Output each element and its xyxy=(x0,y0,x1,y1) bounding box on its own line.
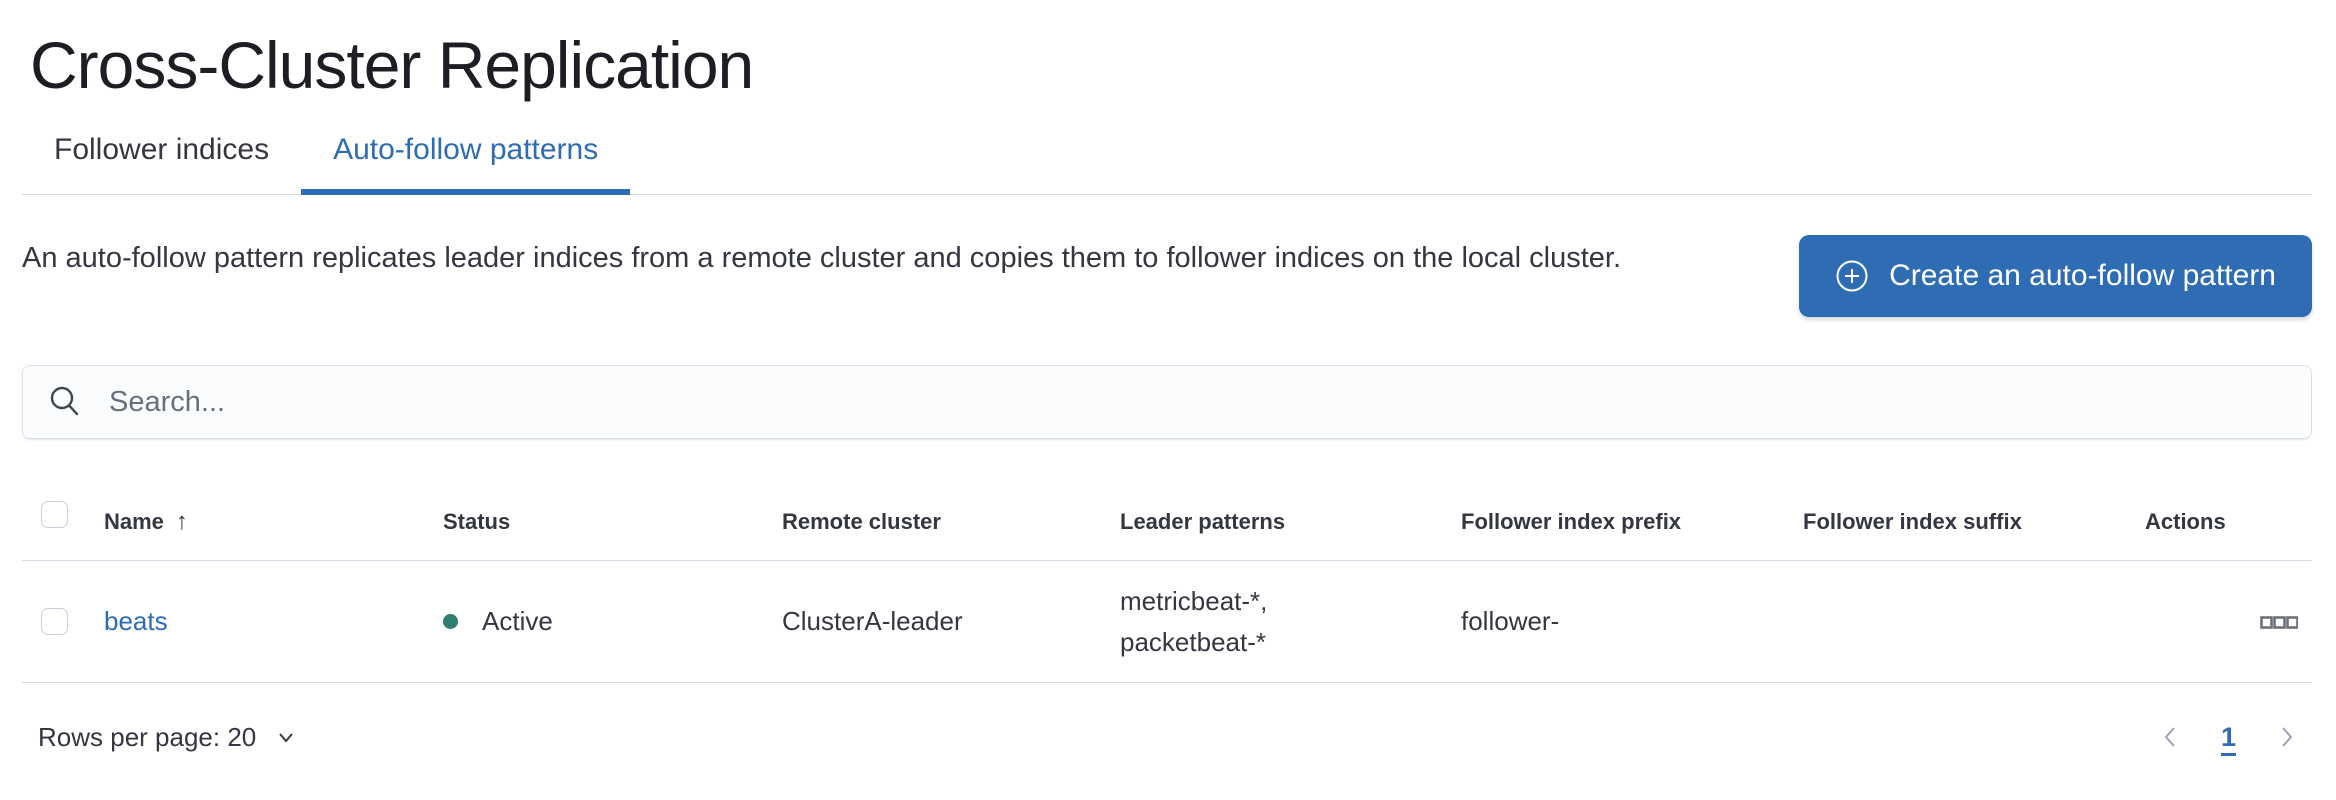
page-title: Cross-Cluster Replication xyxy=(30,28,754,102)
tab-auto-follow-patterns[interactable]: Auto-follow patterns xyxy=(301,132,631,195)
follower-index-prefix-cell: follower- xyxy=(1461,606,1560,636)
leader-pattern: metricbeat-*, xyxy=(1120,585,1268,616)
table-header-row: Name ↑ Status Remote cluster Leader patt… xyxy=(22,501,2312,561)
cross-cluster-replication-page: Cross-Cluster Replication Follower indic… xyxy=(22,28,2312,759)
search-input[interactable] xyxy=(107,384,2287,420)
follower-index-suffix-cell xyxy=(1803,561,2145,683)
table-row: beats Active ClusterA-leader metricbeat-… xyxy=(22,561,2312,683)
chevron-down-icon xyxy=(274,725,298,749)
pattern-name-link[interactable]: beats xyxy=(104,606,168,636)
table-footer: Rows per page: 20 1 xyxy=(22,715,2312,759)
plus-in-circle-icon xyxy=(1835,259,1869,293)
page-description: An auto-follow pattern replicates leader… xyxy=(22,242,1622,274)
rows-per-page-button[interactable]: Rows per page: 20 xyxy=(38,716,298,759)
create-auto-follow-pattern-button[interactable]: Create an auto-follow pattern xyxy=(1799,235,2312,317)
create-button-label: Create an auto-follow pattern xyxy=(1889,259,2276,292)
search-icon xyxy=(47,384,83,420)
column-header-follower-index-suffix: Follower index suffix xyxy=(1803,508,2022,534)
column-header-remote-cluster: Remote cluster xyxy=(782,508,941,534)
column-header-actions: Actions xyxy=(2145,508,2226,534)
chevron-right-icon xyxy=(2273,724,2299,750)
select-all-checkbox[interactable] xyxy=(41,501,68,528)
status-active-dot-icon xyxy=(443,614,458,629)
previous-page-button[interactable] xyxy=(2149,715,2193,759)
remote-cluster-cell: ClusterA-leader xyxy=(782,606,963,636)
page-number-1[interactable]: 1 xyxy=(2217,722,2240,753)
pagination: 1 xyxy=(2149,715,2312,759)
row-actions-button[interactable] xyxy=(2254,610,2304,636)
search-bar xyxy=(22,365,2312,439)
column-header-leader-patterns: Leader patterns xyxy=(1120,508,1286,534)
rows-per-page-label: Rows per page: 20 xyxy=(38,721,257,752)
status-label: Active xyxy=(482,606,553,636)
leader-patterns-cell: metricbeat-*, packetbeat-* xyxy=(1120,561,1461,683)
auto-follow-patterns-table: Name ↑ Status Remote cluster Leader patt… xyxy=(22,501,2312,683)
tab-follower-indices[interactable]: Follower indices xyxy=(22,132,301,194)
row-checkbox[interactable] xyxy=(41,608,68,635)
next-page-button[interactable] xyxy=(2264,715,2308,759)
leader-pattern: packetbeat-* xyxy=(1120,626,1266,657)
sort-ascending-icon: ↑ xyxy=(175,507,188,535)
intro-row: An auto-follow pattern replicates leader… xyxy=(22,235,2312,317)
chevron-left-icon xyxy=(2158,724,2184,750)
column-header-status: Status xyxy=(443,508,511,534)
boxes-horizontal-icon xyxy=(2260,616,2298,630)
column-header-name[interactable]: Name ↑ xyxy=(104,507,188,535)
column-header-follower-index-prefix: Follower index prefix xyxy=(1461,508,1682,534)
tab-bar: Follower indices Auto-follow patterns xyxy=(22,132,2312,195)
